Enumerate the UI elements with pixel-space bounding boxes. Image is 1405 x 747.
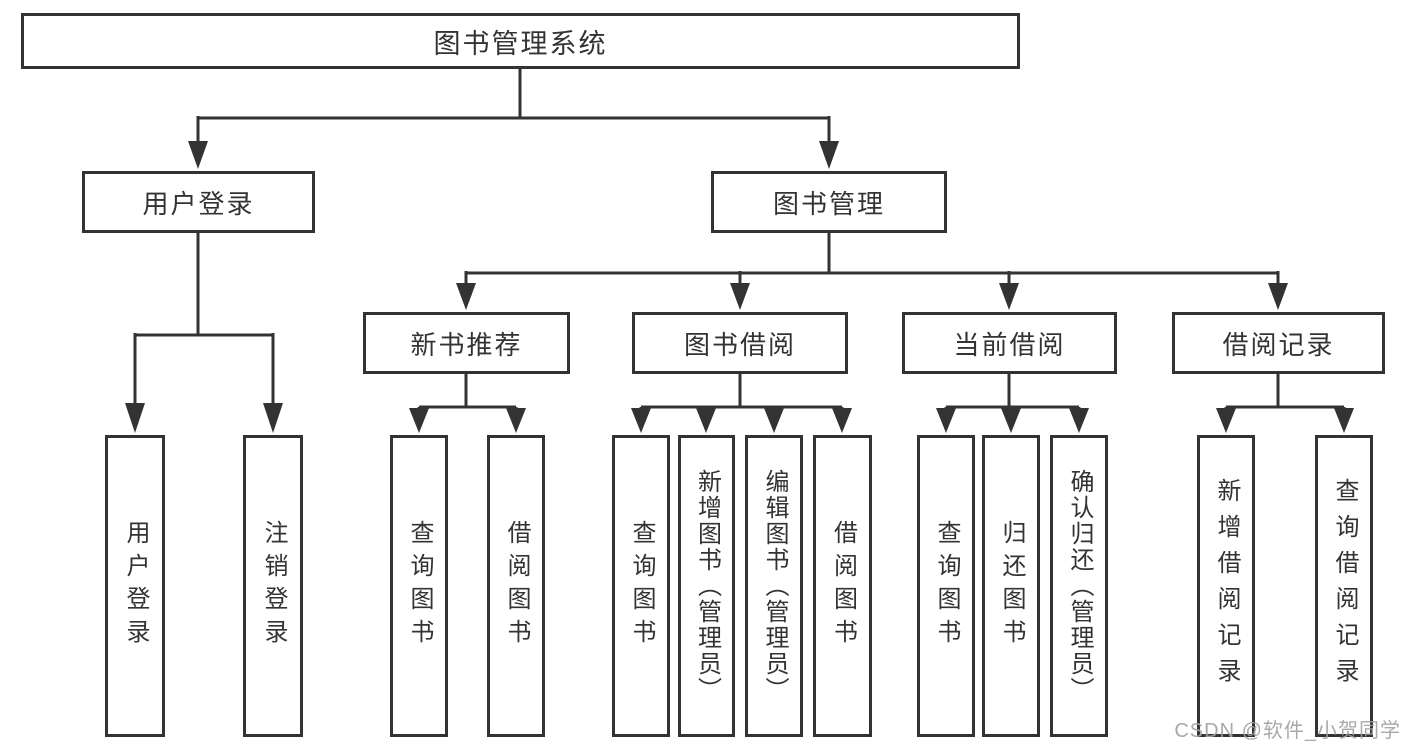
node-user-login-label: 用户登录 [142,188,255,219]
node-new-book-recommend: 新书推荐 [363,312,570,374]
leaf-br-query-record-label: 查询借阅记录 [1331,478,1358,694]
leaf-br-query-record: 查询借阅记录 [1315,435,1373,737]
leaf-logout-label: 注销登录 [260,520,287,652]
leaf-bb-borrow-books-label: 借阅图书 [829,520,857,652]
node-root-label: 图书管理系统 [433,28,608,59]
leaf-rec-borrow-books: 借阅图书 [487,435,545,737]
csdn-watermark: CSDN @软件_小贺同学 [1174,720,1401,742]
node-book-borrow-label: 图书借阅 [683,329,796,360]
leaf-br-add-record-label: 新增借阅记录 [1213,478,1240,694]
leaf-rec-borrow-books-label: 借阅图书 [503,520,530,652]
leaf-logout: 注销登录 [243,435,303,737]
leaf-user-login-label: 用户登录 [122,520,149,652]
leaf-cb-confirm-return-admin-label: 确认归还（管理员） [1066,469,1093,703]
leaf-cb-query-books: 查询图书 [917,435,975,737]
leaf-bb-query-books: 查询图书 [612,435,670,737]
leaf-cb-return-books: 归还图书 [982,435,1040,737]
leaf-br-add-record: 新增借阅记录 [1197,435,1255,737]
leaf-cb-confirm-return-admin: 确认归还（管理员） [1050,435,1108,737]
leaf-cb-return-books-label: 归还图书 [998,520,1025,652]
node-root: 图书管理系统 [21,13,1020,69]
leaf-bb-add-books-admin: 新增图书（管理员） [678,435,735,737]
leaf-bb-edit-books-admin: 编辑图书（管理员） [745,435,803,737]
node-book-management-label: 图书管理 [772,188,885,219]
leaf-rec-query-books: 查询图书 [390,435,448,737]
leaf-bb-edit-books-admin-label: 编辑图书（管理员） [761,469,788,703]
node-user-login: 用户登录 [82,171,315,233]
node-borrow-records: 借阅记录 [1172,312,1385,374]
node-new-book-recommend-label: 新书推荐 [410,329,523,360]
leaf-bb-query-books-label: 查询图书 [628,520,655,652]
leaf-cb-query-books-label: 查询图书 [933,520,960,652]
node-current-borrow: 当前借阅 [902,312,1117,374]
leaf-bb-borrow-books: 借阅图书 [813,435,872,737]
node-current-borrow-label: 当前借阅 [953,329,1066,360]
node-book-management: 图书管理 [711,171,947,233]
node-borrow-records-label: 借阅记录 [1222,329,1335,360]
leaf-rec-query-books-label: 查询图书 [406,520,433,652]
arrowheads [125,141,1354,433]
node-book-borrow: 图书借阅 [632,312,848,374]
leaf-bb-add-books-admin-label: 新增图书（管理员） [693,469,721,703]
leaf-user-login: 用户登录 [105,435,165,737]
